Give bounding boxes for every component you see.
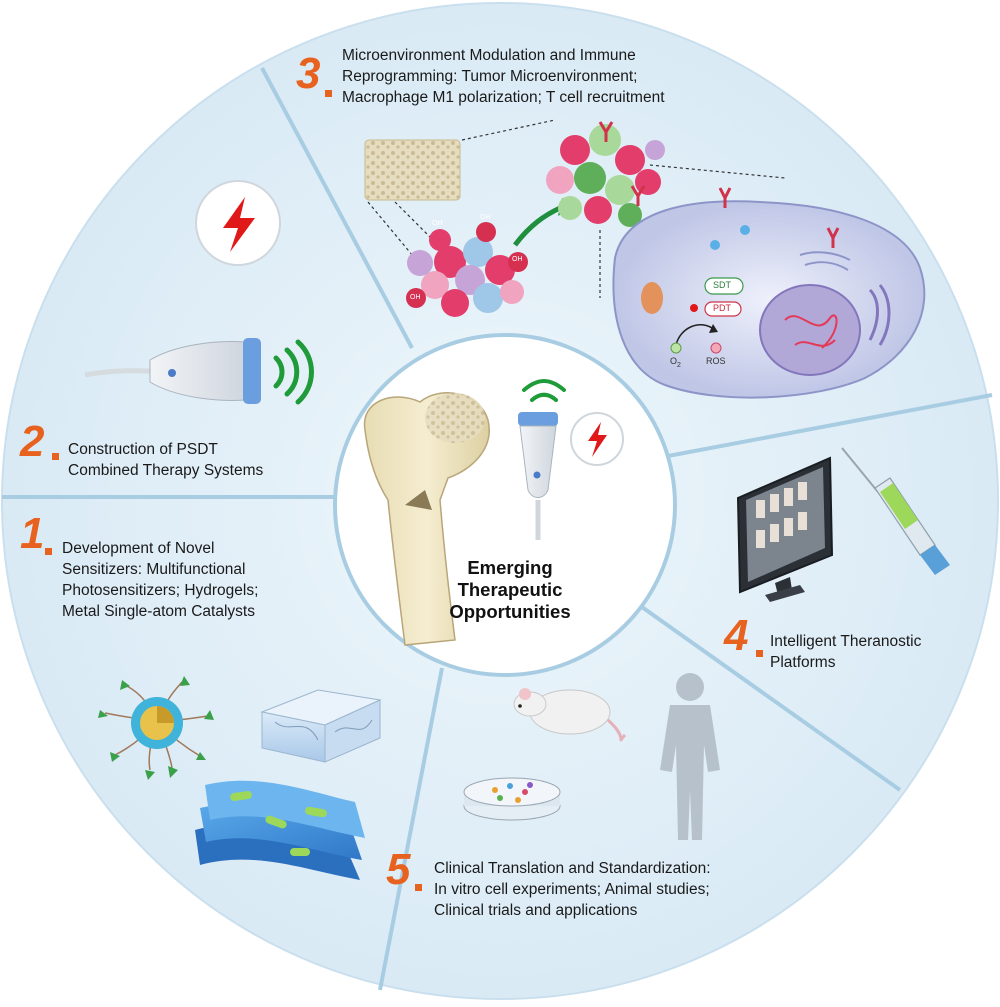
- section-4-monitor-icon: [736, 456, 834, 602]
- section-2-line-1: Construction of PSDT: [68, 441, 218, 458]
- o2-label-subscript: 2: [677, 361, 681, 369]
- oh-label-3: OH: [512, 256, 523, 263]
- section-1-line-4: Metal Single-atom Catalysts: [62, 603, 255, 620]
- section-2-line-2: Combined Therapy Systems: [68, 462, 264, 479]
- section-3-number-dot: [325, 90, 332, 97]
- oh-label-4: OH: [410, 294, 421, 301]
- section-1-line-3: Photosensitizers; Hydrogels;: [62, 582, 259, 599]
- oh-label-1: OH: [432, 220, 443, 227]
- ros-label: ROS: [706, 356, 726, 366]
- section-4-line-2: Platforms: [770, 654, 836, 671]
- section-5-mouse-icon: [513, 688, 627, 742]
- section-5-line-2: In vitro cell experiments; Animal studie…: [434, 881, 710, 898]
- section-3-bone-texture: [364, 119, 556, 263]
- oh-label-2: OH: [480, 214, 491, 221]
- section-1-line-2: Sensitizers: Multifunctional: [62, 561, 246, 578]
- section-2-lightning-icon: [195, 180, 281, 266]
- section-5-line-1: Clinical Translation and Standardization…: [434, 860, 711, 877]
- section-5-line-3: Clinical trials and applications: [434, 902, 638, 919]
- section-1-text: Development of Novel Sensitizers: Multif…: [62, 538, 258, 622]
- section-3-line-2: Reprogramming: Tumor Microenvironment;: [342, 68, 638, 85]
- section-3-text: Microenvironment Modulation and Immune R…: [342, 45, 665, 108]
- section-5-number: 5: [386, 845, 411, 894]
- section-5-petri-dish-icon: [463, 777, 561, 821]
- center-title-line-2: Therapeutic: [457, 579, 563, 600]
- section-3-cell-illustration: [612, 187, 926, 399]
- section-4-line-1: Intelligent Theranostic: [770, 633, 922, 650]
- section-3-number: 3: [296, 49, 321, 98]
- section-1-line-1: Development of Novel: [62, 540, 215, 557]
- section-2-number: 2: [20, 417, 45, 466]
- center-ultrasound-probe-icon: [518, 379, 566, 540]
- section-1-number-dot: [45, 548, 52, 555]
- section-3-tumor-cluster: [406, 222, 528, 317]
- section-4-text: Intelligent Theranostic Platforms: [770, 631, 921, 673]
- center-title: Emerging Therapeutic Opportunities: [430, 557, 590, 623]
- center-title-line-3: Opportunities: [449, 601, 571, 622]
- section-4-number-dot: [756, 650, 763, 657]
- section-5-number-dot: [415, 884, 422, 891]
- sdt-label: SDT: [713, 280, 731, 290]
- section-4-number: 4: [724, 611, 749, 660]
- center-circle: [333, 333, 677, 677]
- section-2-text: Construction of PSDT Combined Therapy Sy…: [68, 439, 263, 481]
- section-2-number-dot: [52, 453, 59, 460]
- center-title-line-1: Emerging: [467, 557, 553, 578]
- center-lightning-icon: [570, 412, 624, 466]
- section-5-text: Clinical Translation and Standardization…: [434, 858, 711, 921]
- section-3-line-1: Microenvironment Modulation and Immune: [342, 47, 636, 64]
- section-1-hydrogel-icon: [260, 689, 382, 763]
- section-3-line-3: Macrophage M1 polarization; T cell recru…: [342, 89, 665, 106]
- section-dividers: [2, 67, 993, 991]
- section-5-human-figure-icon: [660, 673, 720, 840]
- section-2-ultrasound-probe-icon: [84, 338, 314, 405]
- section-4-syringe-icon: [841, 447, 950, 575]
- femur-bone-illustration: [363, 392, 490, 646]
- section-1-number: 1: [20, 509, 45, 558]
- section-1-nanosheet-icon: [195, 780, 365, 880]
- o2-label: O2: [670, 356, 681, 369]
- section-1-nanoparticle-icon: [98, 676, 214, 780]
- o2-label-text: O: [670, 356, 678, 366]
- pdt-label: PDT: [713, 303, 731, 313]
- section-3-immune-cluster: [546, 121, 786, 298]
